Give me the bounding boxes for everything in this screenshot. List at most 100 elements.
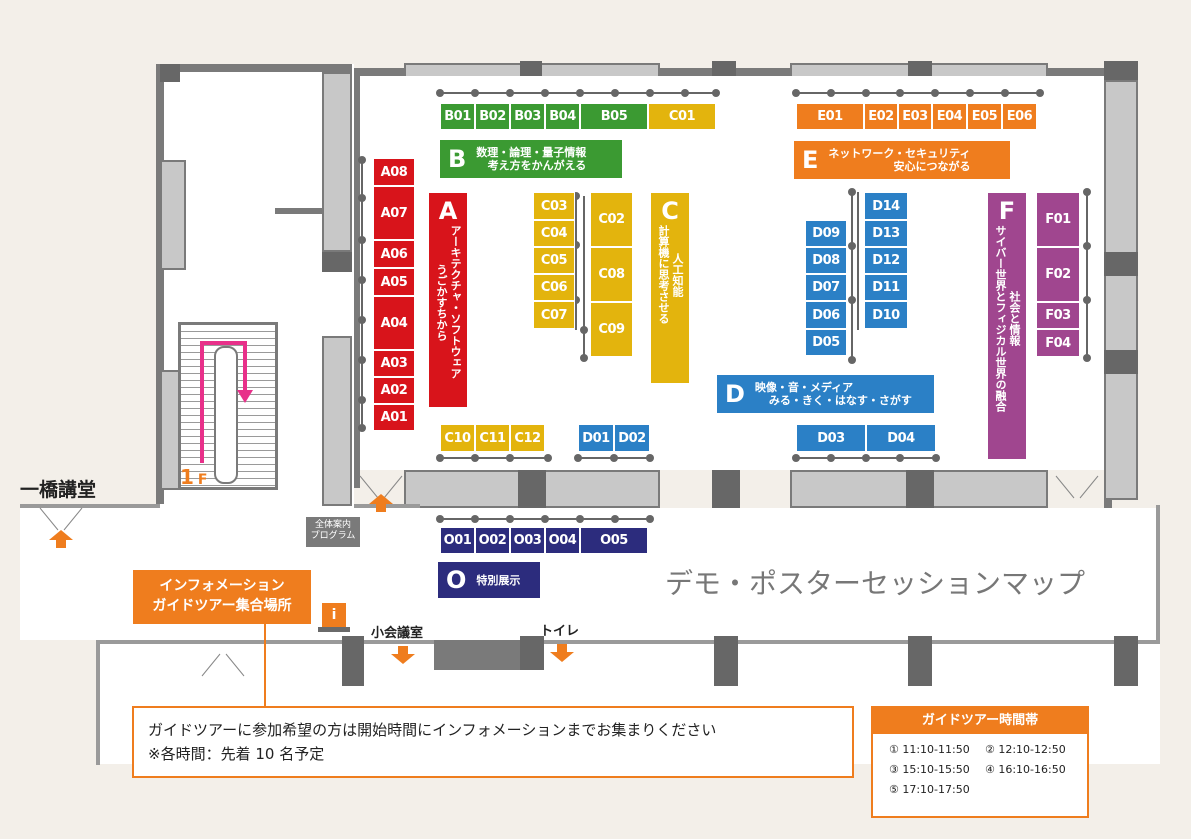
stair-col-1 bbox=[160, 160, 186, 270]
info-icon: i bbox=[322, 603, 346, 627]
tour-times-list: ① 11:10-11:50 ② 12:10-12:50 ③ 15:10-15:5… bbox=[873, 734, 1087, 800]
hall-entrance-arrow-stem bbox=[376, 504, 386, 512]
door-right bbox=[1055, 475, 1099, 499]
stair-wall-left bbox=[156, 64, 164, 504]
booth-a07: A07 bbox=[373, 186, 415, 240]
tour-times-box: ガイドツアー時間帯 ① 11:10-11:50 ② 12:10-12:50 ③ … bbox=[871, 706, 1089, 818]
meeting-room-arrow-icon bbox=[391, 654, 415, 664]
booth-d01: D01 bbox=[578, 424, 614, 452]
booth-a06: A06 bbox=[373, 240, 415, 268]
entrance-arrow-stem bbox=[56, 540, 66, 548]
booth-d05: D05 bbox=[805, 329, 847, 356]
stair-inner-wall bbox=[275, 208, 323, 214]
category-f-label: F 社会と情報 サイバー世界とフィジカル世界の融合 bbox=[988, 193, 1026, 459]
booth-c06: C06 bbox=[533, 274, 575, 301]
floor-suffix: F bbox=[197, 472, 208, 488]
category-e-line1: ネットワーク・セキュリティ bbox=[828, 147, 971, 160]
tour-time: ② 12:10-12:50 bbox=[985, 743, 1066, 756]
booth-f04: F04 bbox=[1036, 329, 1080, 357]
category-b-letter: B bbox=[448, 145, 467, 173]
booth-d04: D04 bbox=[866, 424, 936, 452]
category-d-line2: みる・きく・はなす・さがす bbox=[768, 394, 912, 407]
booth-c12: C12 bbox=[510, 424, 545, 452]
booth-b03: B03 bbox=[510, 103, 545, 130]
category-d-letter: D bbox=[725, 380, 745, 408]
pillar bbox=[906, 468, 934, 510]
booth-f03: F03 bbox=[1036, 302, 1080, 329]
category-c-letter: C bbox=[661, 197, 679, 225]
toilet-arrow-stem bbox=[557, 644, 567, 652]
pillar bbox=[342, 636, 364, 686]
pillar bbox=[322, 252, 352, 272]
booth-c01: C01 bbox=[648, 103, 716, 130]
info-line1: インフォメーション bbox=[159, 578, 285, 594]
pillar bbox=[908, 636, 932, 686]
info-box: インフォメーション ガイドツアー集合場所 bbox=[133, 570, 311, 624]
stair-col-4 bbox=[322, 336, 352, 506]
category-b-label: B 数理・論理・量子情報 考え方をかんがえる bbox=[440, 140, 622, 178]
category-e-line2: 安心につながる bbox=[893, 160, 971, 173]
booth-d09: D09 bbox=[805, 220, 847, 247]
category-a-text: アーキテクチャ・ソフトウェア うごかすちから bbox=[429, 225, 467, 379]
booth-d12: D12 bbox=[864, 247, 908, 274]
booth-a03: A03 bbox=[373, 350, 415, 377]
pillar bbox=[712, 468, 740, 510]
booth-b02: B02 bbox=[475, 103, 510, 130]
booth-e04: E04 bbox=[932, 103, 967, 130]
tour-time: ④ 16:10-16:50 bbox=[985, 763, 1066, 776]
meeting-room-arrow-stem bbox=[398, 646, 408, 654]
category-c-line2: 計算機に思考させる bbox=[657, 225, 670, 324]
info-desk bbox=[318, 627, 350, 632]
booth-c09: C09 bbox=[590, 302, 633, 357]
booth-a01: A01 bbox=[373, 404, 415, 431]
booth-c08: C08 bbox=[590, 247, 633, 302]
room-label: 一橋講堂 bbox=[20, 479, 97, 501]
category-d-line1: 映像・音・メディア bbox=[754, 381, 854, 394]
booth-d06: D06 bbox=[805, 301, 847, 329]
booth-a05: A05 bbox=[373, 268, 415, 296]
category-f-line2: サイバー世界とフィジカル世界の融合 bbox=[994, 225, 1007, 412]
map-title: デモ・ポスターセッションマップ bbox=[665, 567, 1086, 600]
category-c-line1: 人工知能 bbox=[671, 252, 684, 297]
wall-left-main bbox=[352, 68, 360, 488]
category-c-label: C 人工知能 計算機に思考させる bbox=[651, 193, 689, 383]
booth-a02: A02 bbox=[373, 377, 415, 404]
booth-c10: C10 bbox=[440, 424, 475, 452]
booth-o02: O02 bbox=[475, 527, 510, 554]
corridor-left bbox=[96, 640, 100, 765]
tour-time: ① 11:10-11:50 bbox=[889, 743, 970, 756]
booth-c04: C04 bbox=[533, 220, 575, 247]
category-b-line2: 考え方をかんがえる bbox=[487, 159, 587, 172]
window-right bbox=[1104, 80, 1138, 500]
booth-d07: D07 bbox=[805, 274, 847, 301]
booth-d14: D14 bbox=[864, 192, 908, 220]
corridor-bottom bbox=[96, 640, 1160, 644]
booth-a04: A04 bbox=[373, 296, 415, 350]
notice-line1: ガイドツアーに参加希望の方は開始時間にインフォメーションまでお集まりください bbox=[148, 721, 717, 739]
info-connector bbox=[264, 624, 266, 708]
booth-e06: E06 bbox=[1002, 103, 1037, 130]
category-b-text: 数理・論理・量子情報 考え方をかんがえる bbox=[476, 146, 586, 172]
entrance-arrow-icon bbox=[49, 530, 73, 540]
booth-f02: F02 bbox=[1036, 247, 1080, 302]
category-o-line1: 特別展示 bbox=[476, 574, 521, 587]
floor-number: 1 bbox=[180, 465, 194, 489]
booth-o05: O05 bbox=[580, 527, 648, 554]
booth-o03: O03 bbox=[510, 527, 545, 554]
tour-time: ③ 15:10-15:50 bbox=[889, 763, 970, 776]
booth-d03: D03 bbox=[796, 424, 866, 452]
category-o-label: O 特別展示 bbox=[438, 562, 540, 598]
notice-line2: ※各時間：先着 10 名予定 bbox=[148, 745, 325, 763]
door-lower bbox=[201, 653, 245, 677]
category-a-line1: アーキテクチャ・ソフトウェア bbox=[449, 225, 462, 379]
stair-col-3 bbox=[322, 72, 352, 252]
category-a-line2: うごかすちから bbox=[435, 263, 448, 341]
booth-c03: C03 bbox=[533, 192, 575, 220]
category-e-label: E ネットワーク・セキュリティ 安心につながる bbox=[794, 141, 1010, 179]
booth-c02: C02 bbox=[590, 192, 633, 247]
booth-o01: O01 bbox=[440, 527, 475, 554]
booth-b04: B04 bbox=[545, 103, 580, 130]
pillar bbox=[1114, 636, 1138, 686]
booth-c11: C11 bbox=[475, 424, 510, 452]
